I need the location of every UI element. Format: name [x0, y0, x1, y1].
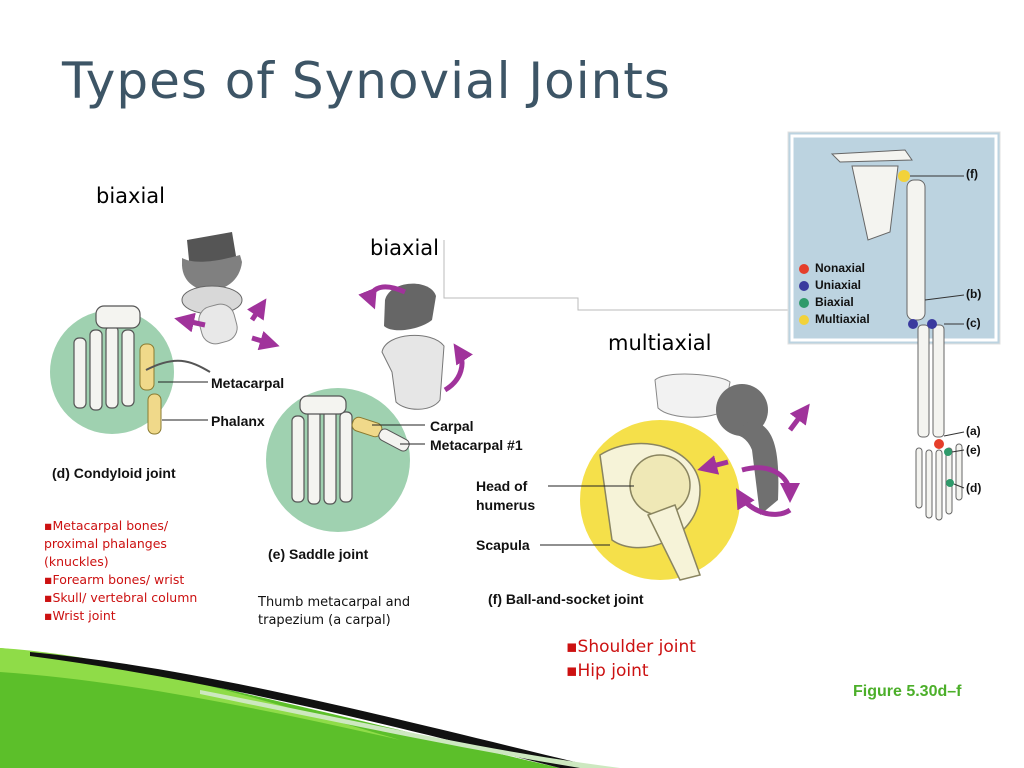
- decorative-swoosh: [0, 648, 620, 768]
- label-metacarpal-1: Metacarpal #1: [430, 437, 523, 453]
- ball-and-socket-illustration: [540, 373, 810, 581]
- marker-e: (e): [966, 443, 981, 457]
- legend-multiaxial: Multiaxial: [815, 312, 870, 326]
- caption-ball-and-socket-joint: (f) Ball-and-socket joint: [488, 591, 644, 607]
- list-item: ▪Forearm bones/ wrist: [44, 572, 185, 587]
- condyloid-axis-label: biaxial: [96, 184, 165, 208]
- saddle-note: Thumb metacarpal and trapezium (a carpal…: [258, 595, 411, 628]
- label-phalanx: Phalanx: [211, 413, 265, 429]
- legend-biaxial: Biaxial: [815, 295, 854, 309]
- figure-reference: Figure 5.30d–f: [853, 683, 962, 700]
- list-item: ▪Hip joint: [566, 661, 649, 681]
- label-carpal: Carpal: [430, 418, 474, 434]
- ball-socket-axis-label: multiaxial: [608, 331, 712, 355]
- slide-title: Types of Synovial Joints: [62, 52, 671, 110]
- label-humerus: humerus: [476, 497, 536, 513]
- saddle-axis-label: biaxial: [370, 236, 439, 260]
- caption-condyloid-joint: (d) Condyloid joint: [52, 465, 176, 481]
- arm-skeleton-panel: [787, 131, 1001, 521]
- marker-b: (b): [966, 287, 982, 301]
- connector-lines: [443, 240, 790, 311]
- label-scapula: Scapula: [476, 537, 530, 553]
- condyloid-joint-illustration: [50, 232, 280, 435]
- condyloid-examples-list: ▪Metacarpal bones/ proximal phalanges (k…: [44, 517, 219, 625]
- list-item: ▪Skull/ vertebral column: [44, 590, 198, 605]
- marker-a: (a): [966, 424, 981, 438]
- saddle-joint-illustration: [266, 283, 473, 532]
- marker-d: (d): [966, 481, 982, 495]
- marker-f: (f): [966, 167, 978, 181]
- caption-saddle-joint: (e) Saddle joint: [268, 546, 369, 562]
- list-item: ▪Metacarpal bones/ proximal phalanges (k…: [44, 518, 169, 569]
- ball-socket-examples-list: ▪Shoulder joint ▪Hip joint: [566, 635, 696, 683]
- list-item: ▪Shoulder joint: [566, 637, 696, 657]
- label-head-of: Head of: [476, 478, 528, 494]
- legend-uniaxial: Uniaxial: [815, 278, 862, 292]
- label-metacarpal: Metacarpal: [211, 375, 285, 391]
- marker-c: (c): [966, 316, 981, 330]
- list-item: ▪Wrist joint: [44, 608, 116, 623]
- legend-nonaxial: Nonaxial: [815, 261, 866, 275]
